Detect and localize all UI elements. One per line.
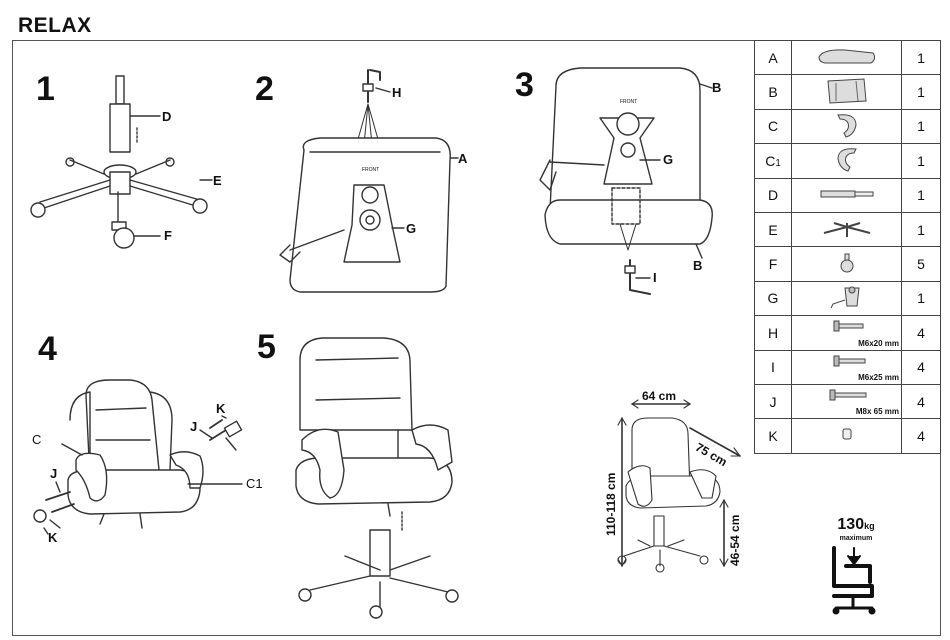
step4-armrest-drawing [33,379,243,535]
part-letter-subscript: 1 [775,157,781,169]
label-s4-k-right: K [216,401,226,416]
backrest-icon [791,74,902,110]
part-qty: 1 [901,74,941,110]
step5-final-drawing [295,337,459,619]
dimension-seat-height: 46-54 cm [728,514,742,566]
parts-row: F 5 [754,246,941,282]
step1-base-drawing [30,75,213,249]
screw-size-label: M8x 65 mm [855,407,899,417]
capacity-icon [832,546,876,615]
part-letter-c1: C1 [754,143,792,179]
dimension-drawing [617,399,741,573]
parts-row: H M6x20 mm 4 [754,315,941,351]
gas-lift-icon [791,177,902,213]
part-qty: 4 [901,383,941,420]
step3-back-drawing [539,67,713,295]
part-qty: 5 [901,246,941,282]
part-qty: 1 [901,39,941,76]
mechanism-icon [791,280,902,317]
label-s3-front: FRONT [620,99,638,105]
parts-row: E 1 [754,211,941,248]
capacity-value: 130 [837,516,865,533]
capacity-label: 130kg [826,516,886,534]
label-s1-d: D [162,109,172,124]
label-s2-h: H [392,85,402,100]
part-letter: G [754,280,792,317]
screw-size-label: M6x25 mm [858,372,899,382]
capacity-note: maximum [839,535,873,542]
part-letter: E [754,211,792,248]
part-qty: 4 [901,349,941,385]
screw-size-label: M6x20 mm [858,338,899,348]
label-s4-k-left: K [48,530,58,545]
parts-table: A 1 B 1 C 1 C1 1 D 1 E 1 F [754,39,941,454]
parts-row: J M8x 65 mm 4 [754,383,941,420]
parts-row: B 1 [754,74,941,110]
parts-row: A 1 [754,39,941,76]
part-qty: 4 [901,315,941,351]
dimension-height: 110-118 cm [604,472,618,536]
label-s2-g: G [406,221,417,236]
product-title: RELAX [18,14,92,37]
label-s3-i: I [653,270,657,285]
part-qty: 1 [901,211,941,248]
part-qty: 1 [901,177,941,213]
label-s4-j-right: J [190,419,198,434]
part-letter: C [765,152,776,169]
step-number-4: 4 [38,330,57,368]
armrest-mirror-icon [791,143,902,179]
part-letter: C [754,108,792,145]
step-number-1: 1 [36,70,55,108]
screw-icon: M8x 65 mm [791,383,902,420]
parts-row: D 1 [754,177,941,213]
label-s4-j-left: J [50,466,58,481]
label-s1-f: F [164,228,172,243]
label-s2-front: FRONT [362,167,380,173]
parts-row: C1 1 [754,143,941,179]
part-letter: A [754,39,792,76]
part-qty: 4 [901,418,941,454]
parts-row: C 1 [754,108,941,145]
part-letter: J [754,383,792,420]
step-number-3: 3 [515,66,534,104]
part-letter: D [754,177,792,213]
step2-seat-drawing [279,69,459,293]
parts-row: I M6x25 mm 4 [754,349,941,385]
star-base-icon [791,211,902,248]
part-qty: 1 [901,280,941,317]
capacity-unit: kg [864,521,875,531]
part-letter: H [754,315,792,351]
screw-icon: M6x20 mm [791,315,902,351]
seat-icon [791,39,902,76]
label-s3-b-top: B [712,80,722,95]
cap-icon [791,418,902,454]
caster-icon [791,246,902,282]
label-s1-e: E [213,173,222,188]
dimension-width: 64 cm [642,389,677,403]
label-s3-g: G [663,152,674,167]
screw-icon: M6x25 mm [791,349,902,385]
step-number-5: 5 [257,328,276,366]
label-s4-c1: C1 [246,476,263,491]
part-qty: 1 [901,108,941,145]
armrest-icon [791,108,902,145]
part-letter: K [754,418,792,454]
label-s2-a: A [458,151,468,166]
part-letter: F [754,246,792,282]
instruction-frame [12,40,941,636]
part-letter: B [754,74,792,110]
part-letter: I [754,349,792,385]
label-s3-b-bottom: B [693,258,703,273]
part-qty: 1 [901,143,941,179]
label-s4-c: C [32,432,42,447]
parts-row: G 1 [754,280,941,317]
step-number-2: 2 [255,70,274,108]
parts-row: K 4 [754,418,941,454]
